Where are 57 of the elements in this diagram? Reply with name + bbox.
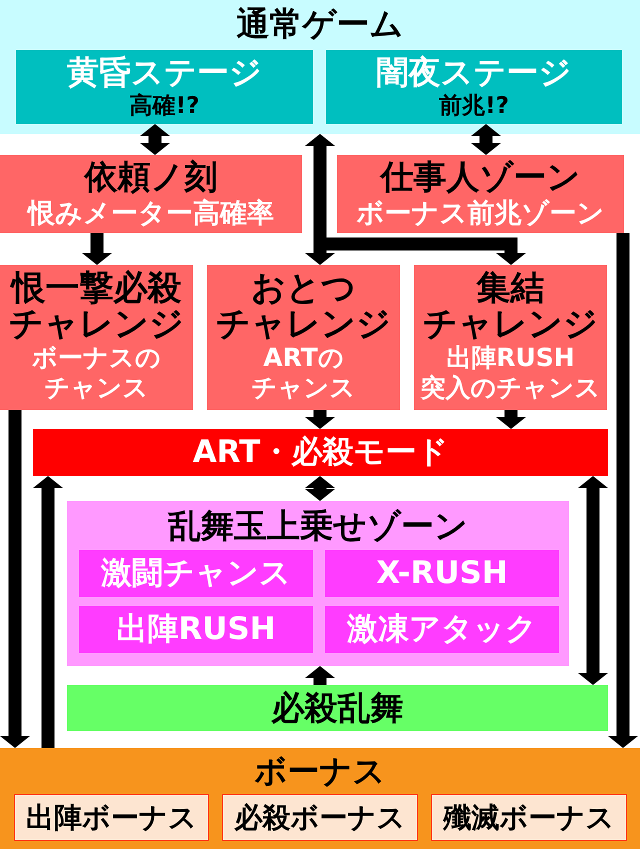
double-arrow bbox=[578, 476, 608, 685]
stage-title: 黄昏ステージ bbox=[67, 53, 262, 92]
stage-box bbox=[16, 50, 313, 124]
challenge-box bbox=[207, 265, 400, 410]
arrow bbox=[305, 666, 335, 685]
bonus-box bbox=[222, 794, 418, 841]
zone-title: 依頼ノ刻 bbox=[84, 157, 218, 197]
zone-title: 仕事人ゾーン bbox=[380, 157, 580, 197]
challenge-note: ボーナスのチャンス bbox=[32, 342, 161, 404]
feature-label: 激凍アタック bbox=[347, 610, 537, 648]
zone-panel bbox=[67, 501, 569, 666]
bonus-box bbox=[14, 794, 209, 841]
feature-label: 激闘チャンス bbox=[101, 554, 291, 592]
zone-note: 恨みメーター高確率 bbox=[28, 196, 274, 231]
challenge-box bbox=[414, 265, 607, 410]
mode-panel bbox=[0, 0, 640, 134]
panel-title: ボーナス bbox=[254, 752, 386, 790]
panel-title: 乱舞玉上乗せゾーン bbox=[168, 506, 468, 546]
mode-label: ART・必殺モード bbox=[192, 434, 448, 472]
bonus-label: 殲滅ボーナス bbox=[444, 800, 614, 834]
feature-label: X-RUSH bbox=[376, 554, 508, 592]
double-arrow bbox=[305, 134, 526, 265]
zone-note: ボーナス前兆ゾーン bbox=[356, 196, 604, 231]
feature-label: 出陣RUSH bbox=[116, 610, 276, 648]
arrow bbox=[305, 410, 335, 429]
stage-title: 闇夜ステージ bbox=[376, 53, 572, 92]
zone-box bbox=[337, 155, 624, 233]
panel-title: 通常ゲーム bbox=[236, 4, 404, 44]
feature-box bbox=[325, 606, 559, 653]
stage-note: 前兆!? bbox=[439, 92, 509, 121]
mode-banner bbox=[67, 685, 608, 731]
arrow bbox=[496, 410, 526, 429]
challenge-title: 集結チャレンジ bbox=[423, 271, 598, 343]
arrow bbox=[33, 476, 63, 748]
arrow bbox=[0, 410, 30, 748]
double-arrow bbox=[471, 124, 501, 155]
double-arrow bbox=[305, 476, 335, 501]
feature-box bbox=[79, 606, 313, 653]
feature-box bbox=[325, 550, 559, 597]
double-arrow bbox=[140, 124, 170, 155]
challenge-note: ARTのチャンス bbox=[252, 342, 356, 404]
challenge-title: 恨一撃必殺チャレンジ bbox=[9, 271, 184, 343]
zone-box bbox=[0, 155, 302, 233]
challenge-box bbox=[0, 265, 193, 410]
mode-banner bbox=[33, 429, 608, 476]
mode-label: 必殺乱舞 bbox=[272, 688, 404, 728]
bonus-label: 必殺ボーナス bbox=[234, 800, 406, 834]
bonus-label: 出陣ボーナス bbox=[26, 800, 197, 834]
arrow bbox=[82, 233, 112, 265]
bonus-panel bbox=[0, 748, 640, 849]
challenge-note: 出陣RUSH突入のチャンス bbox=[420, 342, 600, 404]
challenge-title: おとつチャレンジ bbox=[216, 271, 391, 343]
stage-box bbox=[326, 50, 622, 124]
bonus-box bbox=[431, 794, 627, 841]
arrow bbox=[608, 233, 638, 748]
stage-note: 高確!? bbox=[130, 92, 200, 121]
feature-box bbox=[79, 550, 313, 597]
